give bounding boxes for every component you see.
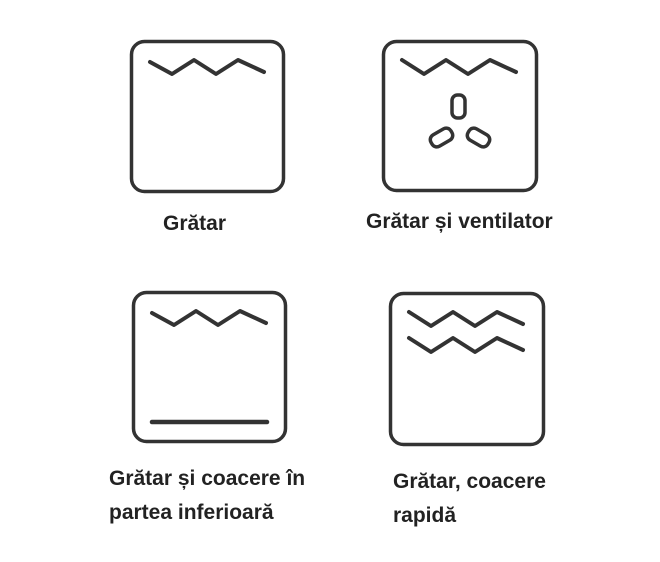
mode-label-line: Grătar și ventilator: [366, 210, 553, 233]
mode-label-line: Grătar și coacere în: [109, 467, 306, 490]
mode-label-line: rapidă: [393, 504, 457, 527]
mode-label-line: Grătar, coacere: [393, 470, 546, 493]
fan-icon: [428, 93, 492, 149]
grill-fan-icon: [381, 39, 539, 193]
mode-label-grill-fan: Grătar și ventilator: [366, 205, 553, 239]
mode-label-grill-bottom: Grătar și coacere în partea inferioară: [109, 462, 305, 530]
mode-label-grill: Grătar: [163, 207, 226, 241]
grill-bottom-heat-icon: [131, 290, 288, 444]
mode-label-line: Grătar: [163, 212, 227, 235]
grill-icon: [129, 39, 286, 194]
fast-grill-icon: [388, 291, 546, 447]
mode-label-grill-fast: Grătar, coacere rapidă: [393, 465, 546, 533]
mode-label-line: partea inferioară: [109, 501, 274, 524]
